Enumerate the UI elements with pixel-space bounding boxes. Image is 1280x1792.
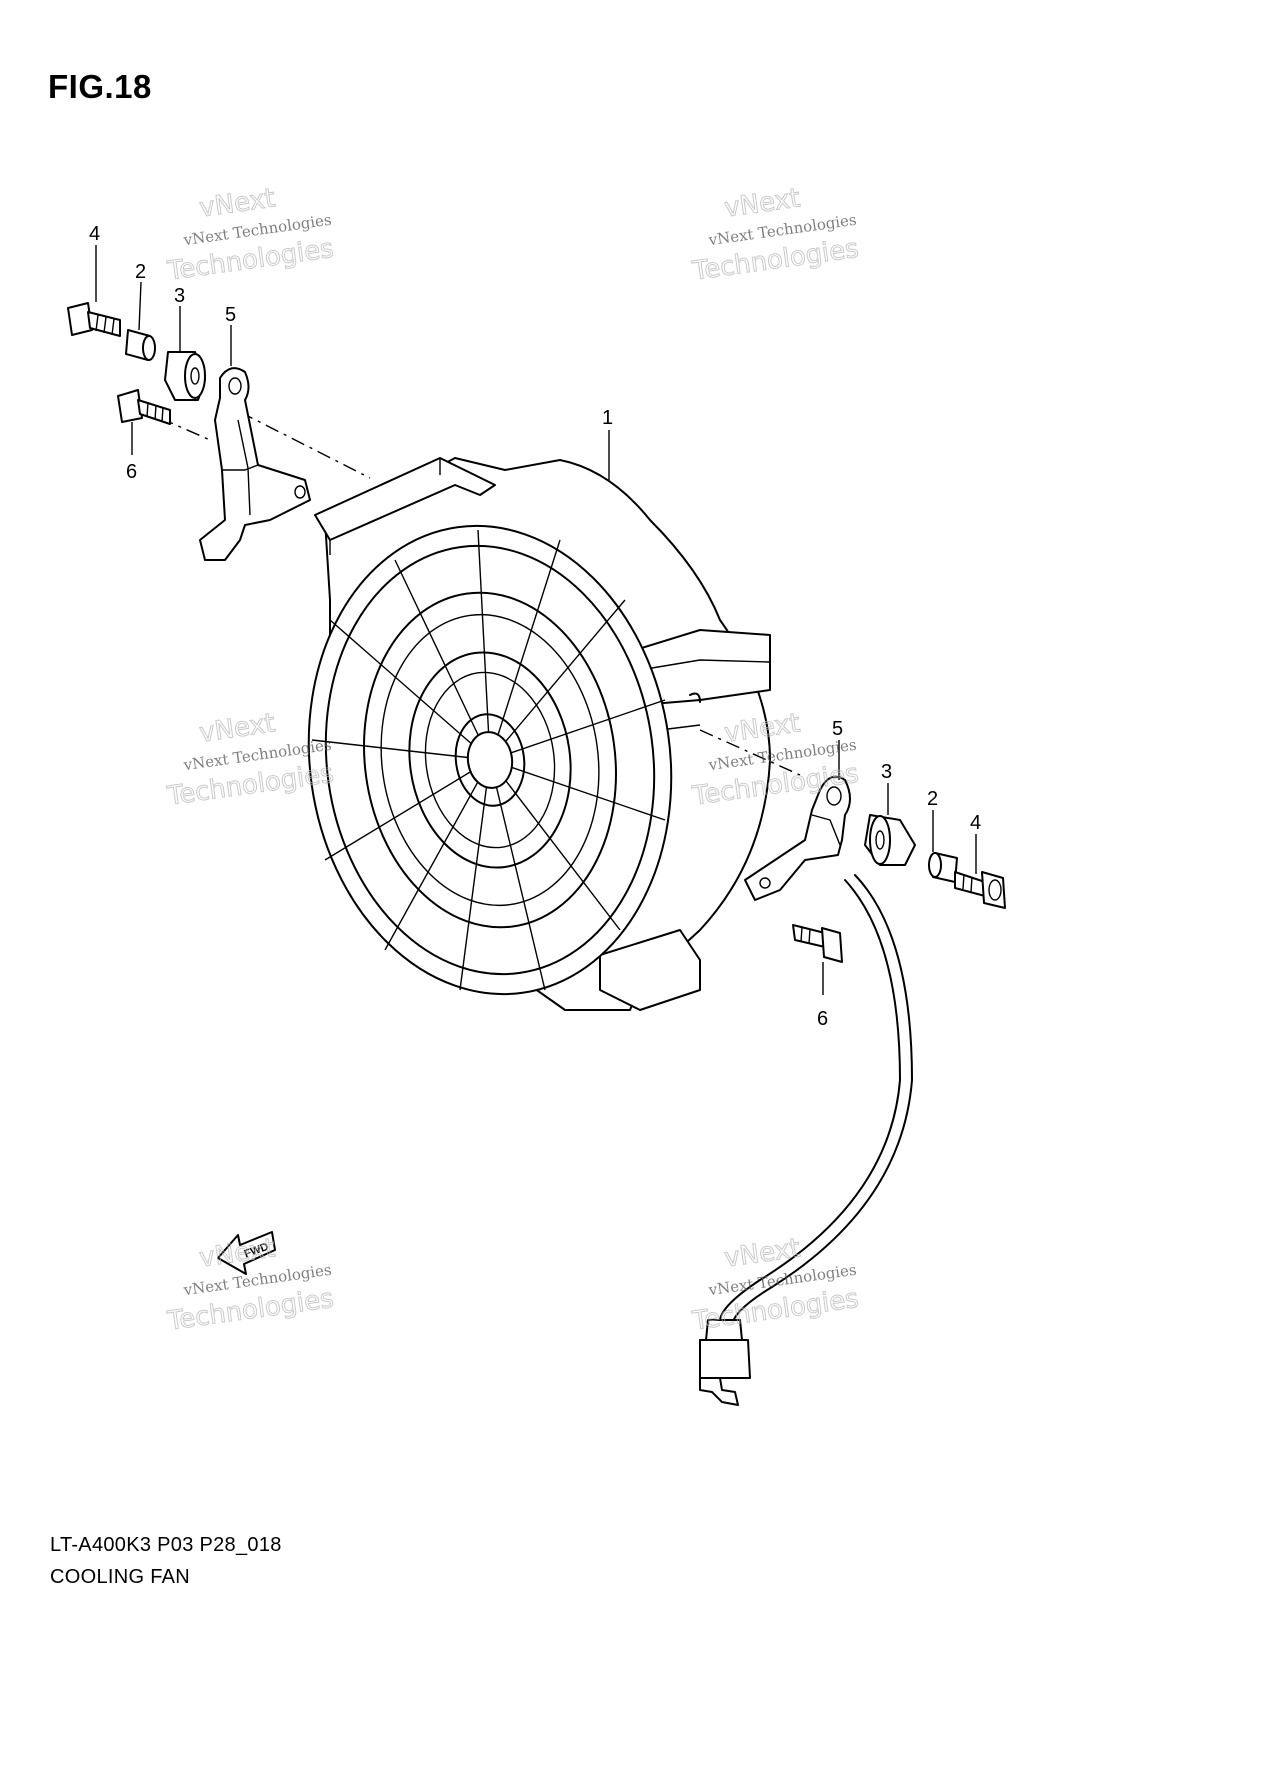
cooling-fan-assembly	[307, 457, 771, 1011]
figure-code: LT-A400K3 P03 P28_018	[50, 1534, 282, 1556]
callout-2-left: 2	[135, 261, 146, 283]
svg-text:vNext: vNext	[198, 1233, 277, 1273]
callout-4-right: 4	[970, 812, 981, 834]
collar-left	[125, 329, 156, 361]
callout-3-left: 3	[174, 285, 185, 307]
callout-6-left: 6	[126, 461, 137, 483]
callout-1: 1	[602, 407, 613, 429]
svg-text:vNext: vNext	[723, 1233, 802, 1273]
svg-text:vNext: vNext	[198, 183, 277, 223]
callout-5-left: 5	[225, 304, 236, 326]
watermark-6: vNext vNext Technologies Technologies	[689, 1233, 861, 1337]
watermark-2: vNext vNext Technologies Technologies	[689, 183, 861, 287]
callout-2-right: 2	[927, 788, 938, 810]
fan-wire-harness	[719, 874, 913, 1326]
watermark-5: vNext vNext Technologies Technologies	[164, 1233, 336, 1337]
callout-6-right: 6	[817, 1008, 828, 1030]
screw-left	[117, 389, 171, 425]
wire-connector	[699, 1319, 751, 1406]
grommet-left	[164, 351, 206, 401]
svg-text:vNext: vNext	[723, 183, 802, 223]
bolt-right	[954, 871, 1006, 909]
bolt-left	[67, 302, 121, 337]
callout-3-right: 3	[881, 761, 892, 783]
figure-name: COOLING FAN	[50, 1566, 190, 1588]
collar-right	[928, 852, 958, 883]
figure-title: FIG.18	[48, 68, 152, 105]
callout-5-right: 5	[832, 718, 843, 740]
bracket-right	[744, 775, 851, 901]
alignment-line-right	[699, 729, 801, 776]
bracket-left	[199, 367, 311, 561]
callouts: 1 4 2 3 5 6 5 3 2 4 6	[89, 223, 981, 1030]
svg-text:vNext: vNext	[198, 708, 277, 748]
fwd-arrow-icon: FWD	[217, 1231, 276, 1275]
watermark-1: vNext vNext Technologies Technologies	[164, 183, 336, 287]
grommet-right	[864, 814, 916, 866]
screw-right	[792, 924, 843, 963]
callout-4-left: 4	[89, 223, 100, 245]
alignment-line-left	[239, 411, 371, 479]
